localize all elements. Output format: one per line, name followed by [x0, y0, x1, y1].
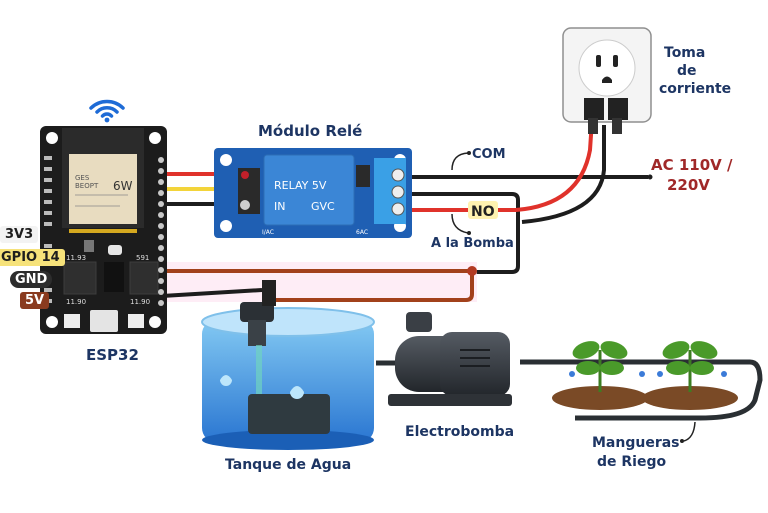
outlet-label-3: corriente — [659, 81, 731, 97]
water-drops — [569, 371, 727, 377]
plant — [572, 341, 628, 392]
wifi-icon — [89, 99, 125, 123]
wire-outlet-black — [521, 125, 606, 224]
water-level-sensor — [262, 280, 276, 306]
esp32-label: ESP32 — [86, 346, 139, 364]
relay-coil — [263, 154, 355, 226]
com-label: COM — [472, 147, 506, 162]
ac-label-1: AC 110V / — [651, 156, 733, 174]
irrigation-field — [552, 341, 738, 410]
pump-label: Electrobomba — [405, 424, 514, 440]
ac-label-2: 220V — [667, 176, 710, 194]
chip-mark: 6W — [113, 179, 133, 193]
to-pump-label: A la Bomba — [431, 236, 514, 251]
board-text: 11.93 — [66, 254, 86, 262]
relay-text: RELAY 5V — [274, 179, 327, 192]
esp32-board: GES BEOPT 6W 11.93 591 11.90 11.90 — [40, 126, 167, 334]
chip-text: BEOPT — [75, 182, 99, 190]
wire-sensor-black — [161, 288, 263, 298]
electric-pump — [388, 312, 512, 406]
pin-label-5v: 5V — [20, 292, 50, 309]
wire-gpio-brown — [162, 269, 474, 302]
outlet-label-1: Toma — [664, 45, 705, 61]
wire-loop-black — [410, 192, 520, 274]
tank-label: Tanque de Agua — [225, 457, 351, 473]
relay-bottom-text: 6AC — [356, 229, 368, 236]
hoses-label-1: Mangueras — [592, 435, 680, 451]
board-text: 11.90 — [130, 298, 150, 306]
board-text: 11.90 — [66, 298, 86, 306]
esp32-chip-shield — [69, 154, 137, 224]
wall-outlet — [562, 27, 652, 134]
submersible-pump — [248, 394, 330, 434]
relay-pin-in: IN — [274, 200, 285, 213]
chip-text: GES — [75, 174, 90, 182]
wire-no-red — [410, 119, 594, 212]
pin-label-3v3: 3V3 — [0, 226, 39, 243]
hoses-label-2: de Riego — [597, 454, 666, 470]
relay-pin-gnd: GVC — [311, 200, 335, 213]
board-text: 591 — [136, 254, 149, 262]
hose-pump-field — [520, 359, 763, 421]
relay-module: RELAY 5V IN GVC I/AC 6AC — [214, 148, 412, 238]
pin-label-gnd: GND — [10, 271, 53, 288]
usb-port — [90, 310, 118, 332]
wires — [161, 119, 763, 421]
no-label: NO — [471, 204, 495, 220]
esp32-pins-right — [158, 157, 164, 306]
plant — [662, 341, 718, 392]
pin-label-gpio14: GPIO 14 — [0, 249, 65, 266]
water-tank — [201, 280, 375, 450]
relay-label: Módulo Relé — [258, 122, 362, 140]
relay-bottom-text: I/AC — [262, 229, 274, 236]
outlet-label-2: de — [677, 63, 697, 79]
